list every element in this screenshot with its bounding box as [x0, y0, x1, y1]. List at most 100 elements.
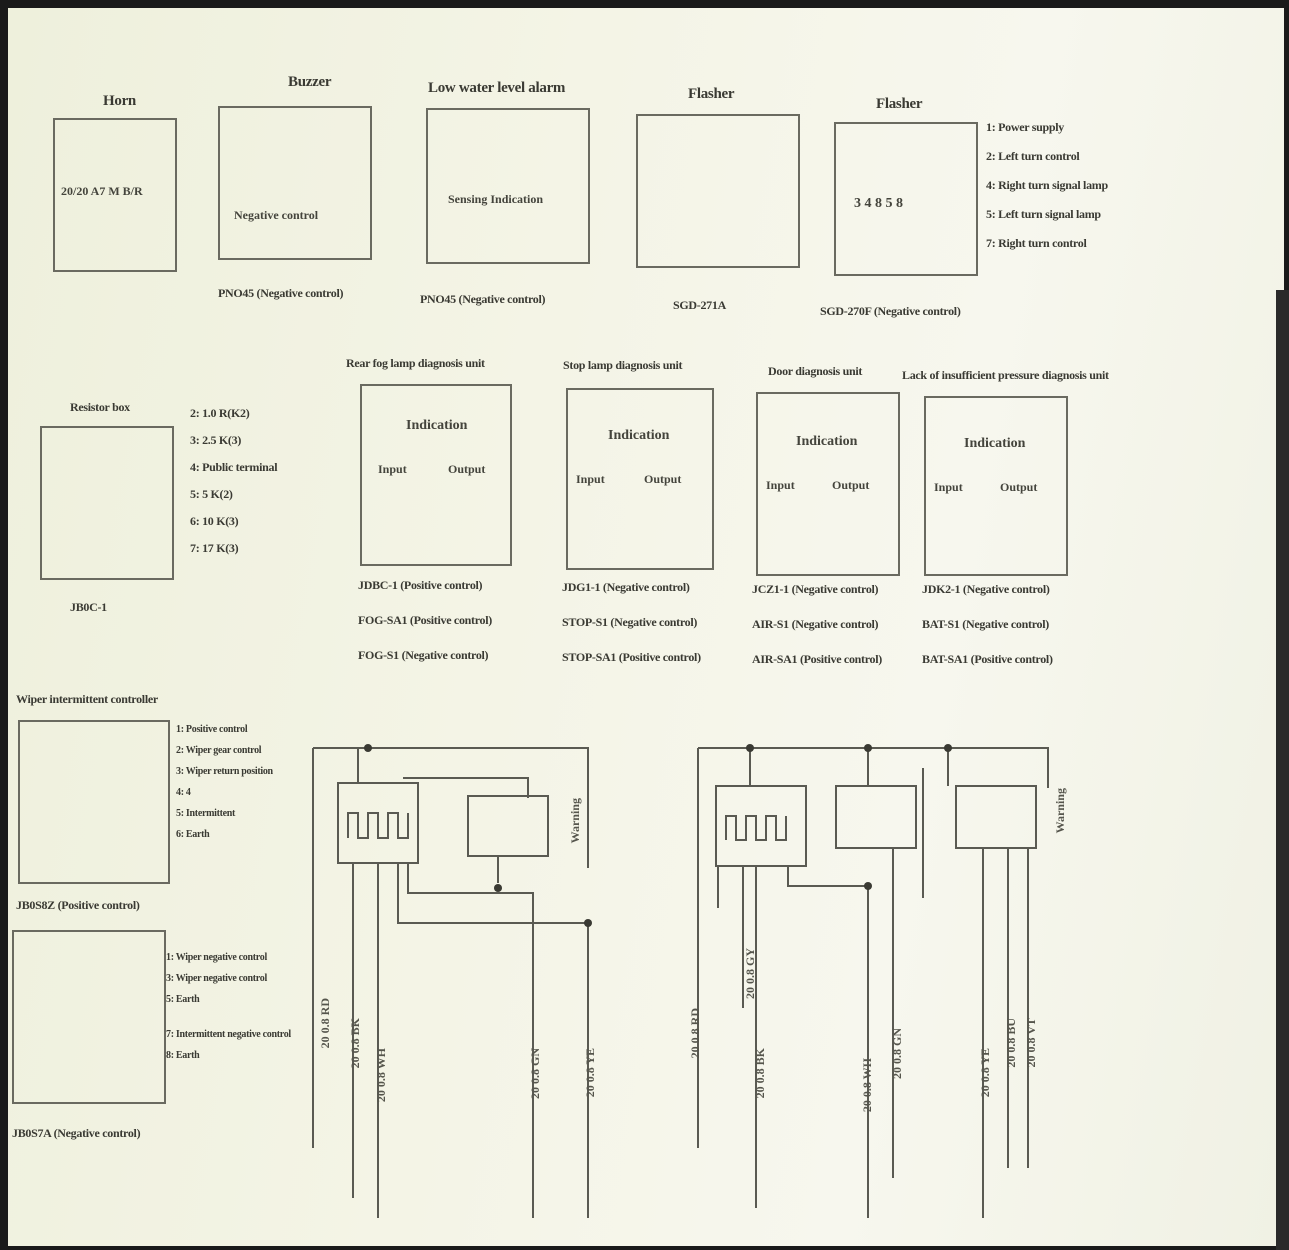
warn-label: Warning [1053, 788, 1067, 834]
diag-title-4: Lack of insufficient pressure diagnosis … [902, 368, 1109, 382]
low-water-box: Sensing Indication [426, 108, 590, 264]
flasher-pin: 2: Left turn control [986, 149, 1080, 163]
wire-label: 20 0.8 GN [890, 1028, 904, 1079]
wiper-caption-1: JB0S8Z (Positive control) [16, 898, 140, 912]
wire-label: 20 0.8 YE [978, 1048, 992, 1098]
diag-caption: STOP-S1 (Negative control) [562, 615, 698, 629]
left-circuit [312, 747, 589, 1218]
flasher-caption-2: SGD-270F (Negative control) [820, 304, 961, 318]
diag-captions-1: JDBC-1 (Positive control) FOG-SA1 (Posit… [358, 578, 492, 663]
wiper-pin: 1: Positive control [176, 724, 248, 735]
diag-caption: AIR-SA1 (Positive control) [752, 652, 882, 666]
wiper-pin: 7: Intermittent negative control [166, 1029, 291, 1040]
diag-caption: JCZ1-1 (Negative control) [752, 582, 879, 596]
wiper-pin: 1: Wiper negative control [166, 952, 267, 963]
resistor-title: Resistor box [70, 400, 130, 414]
flasher-symbol-2: 3 4 8 5 8 [854, 196, 903, 211]
flasher-pin: 4: Right turn signal lamp [986, 178, 1108, 192]
diag-output: Output [448, 462, 486, 476]
low-water-symbol: Sensing Indication [448, 192, 544, 206]
diag-input: Input [576, 472, 605, 486]
resistor-pin-list: 2: 1.0 R(K2) 3: 2.5 K(3) 4: Public termi… [190, 406, 278, 556]
wire-label: 20 0.8 RD [318, 998, 332, 1049]
resistor-caption: JB0C-1 [70, 600, 107, 614]
pulse-icon [725, 815, 787, 841]
horn-symbol: 20/20 A7 M B/R [61, 184, 143, 198]
wiper-pin: 5: Intermittent [176, 808, 236, 819]
diag-box-4: Indication Input Output [924, 396, 1068, 576]
diag-title-1: Rear fog lamp diagnosis unit [346, 356, 485, 370]
resistor-pin: 7: 17 K(3) [190, 541, 239, 555]
resistor-pin: 2: 1.0 R(K2) [190, 406, 250, 420]
wire-label: 20 0.8 BU [1004, 1018, 1018, 1068]
diag-input: Input [766, 478, 795, 492]
low-water-caption: PNO45 (Negative control) [420, 292, 546, 306]
diag-caption: JDK2-1 (Negative control) [922, 582, 1050, 596]
diag-caption: JDG1-1 (Negative control) [562, 580, 690, 594]
pulse-icon [347, 812, 409, 839]
diag-caption: STOP-SA1 (Positive control) [562, 650, 701, 664]
circuit-diagram [312, 744, 1049, 1218]
resistor-pin: 5: 5 K(2) [190, 487, 233, 501]
diag-title-3: Door diagnosis unit [768, 364, 863, 378]
buzzer-title: Buzzer [288, 74, 332, 90]
flasher-box-1 [636, 114, 800, 268]
flasher-pin: 7: Right turn control [986, 236, 1087, 250]
diag-output: Output [832, 478, 870, 492]
wire-label: 20 0.8 GN [528, 1048, 542, 1099]
wiper-pin: 4: 4 [176, 787, 191, 798]
wire-label: 20 0.8 BK [348, 1018, 362, 1069]
flasher-box-2: 3 4 8 5 8 [834, 122, 978, 276]
buzzer-box: Negative control [218, 106, 372, 260]
diag-indication: Indication [406, 418, 468, 433]
diag-indication: Indication [964, 436, 1026, 451]
wiper-pin: 8: Earth [166, 1050, 200, 1061]
diag-captions-2: JDG1-1 (Negative control) STOP-S1 (Negat… [562, 580, 701, 665]
low-water-title: Low water level alarm [428, 80, 566, 96]
wiper-pin: 5: Earth [166, 994, 200, 1005]
wiper-pin: 3: Wiper return position [176, 766, 273, 777]
wire-label: 20 0.8 WH [374, 1048, 388, 1103]
diag-caption: JDBC-1 (Positive control) [358, 578, 483, 592]
diag-output: Output [1000, 480, 1038, 494]
diag-box-2: Indication Input Output [566, 388, 714, 570]
wire-label: 20 0.8 BK [753, 1048, 767, 1099]
flasher-pin-list: 1: Power supply 2: Left turn control 4: … [986, 120, 1108, 251]
wiper-box-1 [18, 720, 170, 884]
flasher-caption-1: SGD-271A [673, 298, 726, 312]
diag-input: Input [378, 462, 407, 476]
wiper-pin-list-2: 1: Wiper negative control 3: Wiper negat… [166, 952, 291, 1061]
resistor-pin: 6: 10 K(3) [190, 514, 239, 528]
diag-captions-4: JDK2-1 (Negative control) BAT-S1 (Negati… [922, 582, 1053, 667]
diag-indication: Indication [608, 428, 670, 443]
diag-indication: Indication [796, 434, 858, 449]
warn-label: Warning [568, 798, 582, 844]
wiper-pin-list-1: 1: Positive control 2: Wiper gear contro… [176, 724, 273, 840]
wire-label: 20 0.8 VT [1024, 1018, 1038, 1068]
wiper-pin: 3: Wiper negative control [166, 973, 267, 984]
diag-caption: FOG-S1 (Negative control) [358, 648, 489, 662]
diag-box-1: Indication Input Output [360, 384, 512, 566]
diag-captions-3: JCZ1-1 (Negative control) AIR-S1 (Negati… [752, 582, 882, 667]
buzzer-caption: PNO45 (Negative control) [218, 286, 344, 300]
diag-caption: BAT-S1 (Negative control) [922, 617, 1049, 631]
resistor-pin: 3: 2.5 K(3) [190, 433, 242, 447]
left-relay-module [467, 795, 549, 857]
diag-caption: AIR-S1 (Negative control) [752, 617, 879, 631]
wiper-caption-2: JB0S7A (Negative control) [12, 1126, 141, 1140]
diag-box-3: Indication Input Output [756, 392, 900, 576]
wiper-title: Wiper intermittent controller [16, 692, 158, 706]
flasher-pin: 5: Left turn signal lamp [986, 207, 1101, 221]
junction-dots [364, 744, 952, 927]
right-relay-module-1 [835, 785, 917, 849]
diag-caption: BAT-SA1 (Positive control) [922, 652, 1053, 666]
diag-caption: FOG-SA1 (Positive control) [358, 613, 492, 627]
wiper-box-2 [12, 930, 166, 1104]
flasher-title-2: Flasher [876, 96, 923, 112]
page-edge-shadow [1276, 290, 1289, 1250]
resistor-pin: 4: Public terminal [190, 460, 278, 474]
wire-label: 20 0.8 RD [688, 1008, 702, 1059]
wire-label: 20 0.8 WH [860, 1058, 874, 1113]
buzzer-symbol: Negative control [234, 208, 319, 222]
diag-title-2: Stop lamp diagnosis unit [563, 358, 683, 372]
